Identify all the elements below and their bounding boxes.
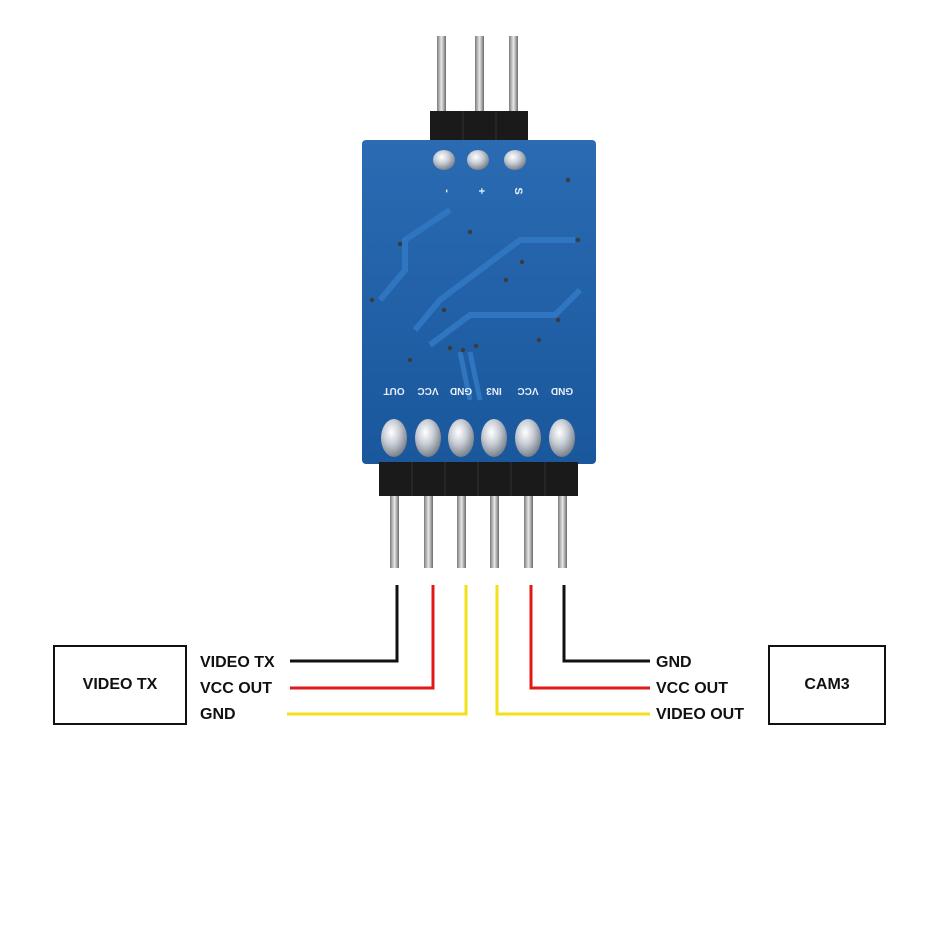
pin-label-plus: + xyxy=(475,188,487,194)
top-header xyxy=(430,36,528,141)
wires xyxy=(287,585,650,716)
pin-label-out: OUT xyxy=(383,385,404,396)
video-tx-box: VIDEO TX xyxy=(53,645,187,725)
pin-label-gnd-2: GND xyxy=(551,385,573,396)
label-vcc-out-right: VCC OUT xyxy=(656,680,728,697)
label-video-out: VIDEO OUT xyxy=(656,706,745,723)
wire-gnd-left xyxy=(287,585,468,716)
bottom-header xyxy=(379,462,578,568)
pin-label-vcc-2: VCC xyxy=(517,385,538,396)
label-vcc-out-left: VCC OUT xyxy=(200,680,272,697)
label-gnd-right: GND xyxy=(656,654,692,671)
pin-label-signal: S xyxy=(512,187,524,194)
cam3-box-label: CAM3 xyxy=(804,676,850,693)
wire-video-out xyxy=(495,585,650,716)
wire-vcc-out-right xyxy=(529,585,650,690)
pin-label-gnd-1: GND xyxy=(450,385,472,396)
wire-vcc-out-left xyxy=(290,585,435,690)
video-tx-box-label: VIDEO TX xyxy=(82,676,158,693)
wire-video-tx xyxy=(290,585,399,663)
pcb-board: - + S OUT VCC GND IN3 VCC GND xyxy=(362,140,596,464)
wire-gnd-right xyxy=(562,585,650,663)
pin-label-vcc-1: VCC xyxy=(417,385,438,396)
cam3-box: CAM3 xyxy=(768,645,886,725)
label-gnd-left: GND xyxy=(200,706,236,723)
label-video-tx: VIDEO TX xyxy=(200,654,275,671)
pin-label-in3: IN3 xyxy=(486,385,502,396)
pin-label-minus: - xyxy=(441,189,453,193)
